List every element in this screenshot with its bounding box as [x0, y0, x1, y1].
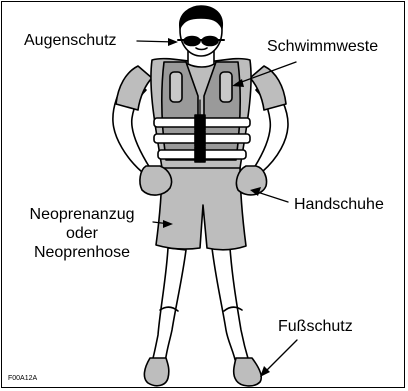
label-gloves: Handschuhe [294, 195, 384, 214]
label-wetsuit-line1: Neoprenanzug [12, 205, 152, 224]
label-eye-protection: Augenschutz [24, 31, 117, 50]
label-wetsuit-line3: Neoprenhose [12, 243, 152, 262]
head [180, 6, 222, 56]
legs [152, 248, 249, 364]
label-life-vest: Schwimmweste [267, 37, 378, 56]
figure-code: F00A12A [8, 375, 37, 382]
label-wetsuit-line2: oder [12, 224, 152, 243]
label-foot-protection: Fußschutz [278, 317, 353, 336]
foot-protection [144, 358, 261, 386]
